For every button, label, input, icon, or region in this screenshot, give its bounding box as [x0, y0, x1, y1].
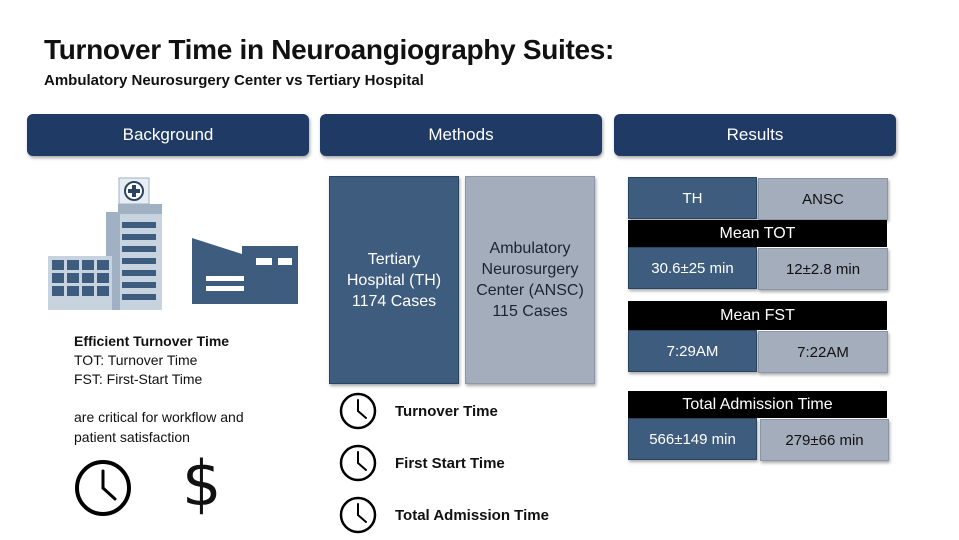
method-ambulatory-center: Ambulatory Neurosurgery Center (ANSC) 11… [465, 176, 595, 384]
th-case-count: 1174 Cases [351, 292, 437, 310]
ansc-label-line3: Center (ANSC) [476, 282, 584, 299]
timer-total-admission: Total Admission Time [339, 496, 549, 534]
header-results: Results [614, 114, 896, 156]
mean-tot-ansc-value: 12±2.8 min [758, 248, 888, 290]
ansc-case-count: 115 Cases [492, 303, 568, 320]
dollar-icon: $ [182, 447, 222, 520]
background-statement-line2: patient satisfaction [74, 429, 190, 445]
hospital-building-icon [48, 177, 298, 310]
mean-fst-th-value: 7:29AM [628, 330, 757, 372]
ansc-label-line2: Neurosurgery [481, 261, 579, 278]
th-label-line1: Tertiary [367, 250, 421, 268]
clock-icon [339, 444, 377, 482]
total-admission-th-value: 566±149 min [628, 418, 757, 460]
background-fst-definition: FST: First-Start Time [74, 371, 203, 387]
mean-tot-th-value: 30.6±25 min [628, 247, 757, 289]
background-statement-line1: are critical for workflow and [74, 409, 244, 425]
th-label-line2: Hospital (TH) [346, 271, 442, 289]
clock-icon [339, 392, 377, 430]
page-title: Turnover Time in Neuroangiography Suites… [44, 34, 615, 65]
timer-label: Total Admission Time [395, 506, 549, 524]
ansc-label-line1: Ambulatory [489, 240, 571, 257]
background-heading: Efficient Turnover Time [74, 333, 230, 349]
clock-icon [75, 460, 131, 516]
timer-first-start: First Start Time [339, 444, 505, 482]
results-col-ansc: ANSC [758, 178, 888, 220]
timer-label: Turnover Time [395, 402, 498, 420]
method-tertiary-hospital: Tertiary Hospital (TH) 1174 Cases [329, 176, 459, 384]
total-admission-ansc-value: 279±66 min [760, 419, 889, 461]
header-background: Background [27, 114, 309, 156]
timer-turnover: Turnover Time [339, 392, 498, 430]
page-subtitle: Ambulatory Neurosurgery Center vs Tertia… [44, 72, 424, 89]
header-methods: Methods [320, 114, 602, 156]
mean-fst-ansc-value: 7:22AM [758, 331, 888, 373]
clock-icon [339, 496, 377, 534]
timer-label: First Start Time [395, 454, 505, 472]
mean-fst-label: Mean FST [628, 301, 887, 330]
total-admission-label: Total Admission Time [628, 391, 887, 418]
background-tot-definition: TOT: Turnover Time [74, 352, 198, 368]
mean-tot-label: Mean TOT [628, 220, 887, 247]
results-col-th: TH [628, 177, 757, 219]
